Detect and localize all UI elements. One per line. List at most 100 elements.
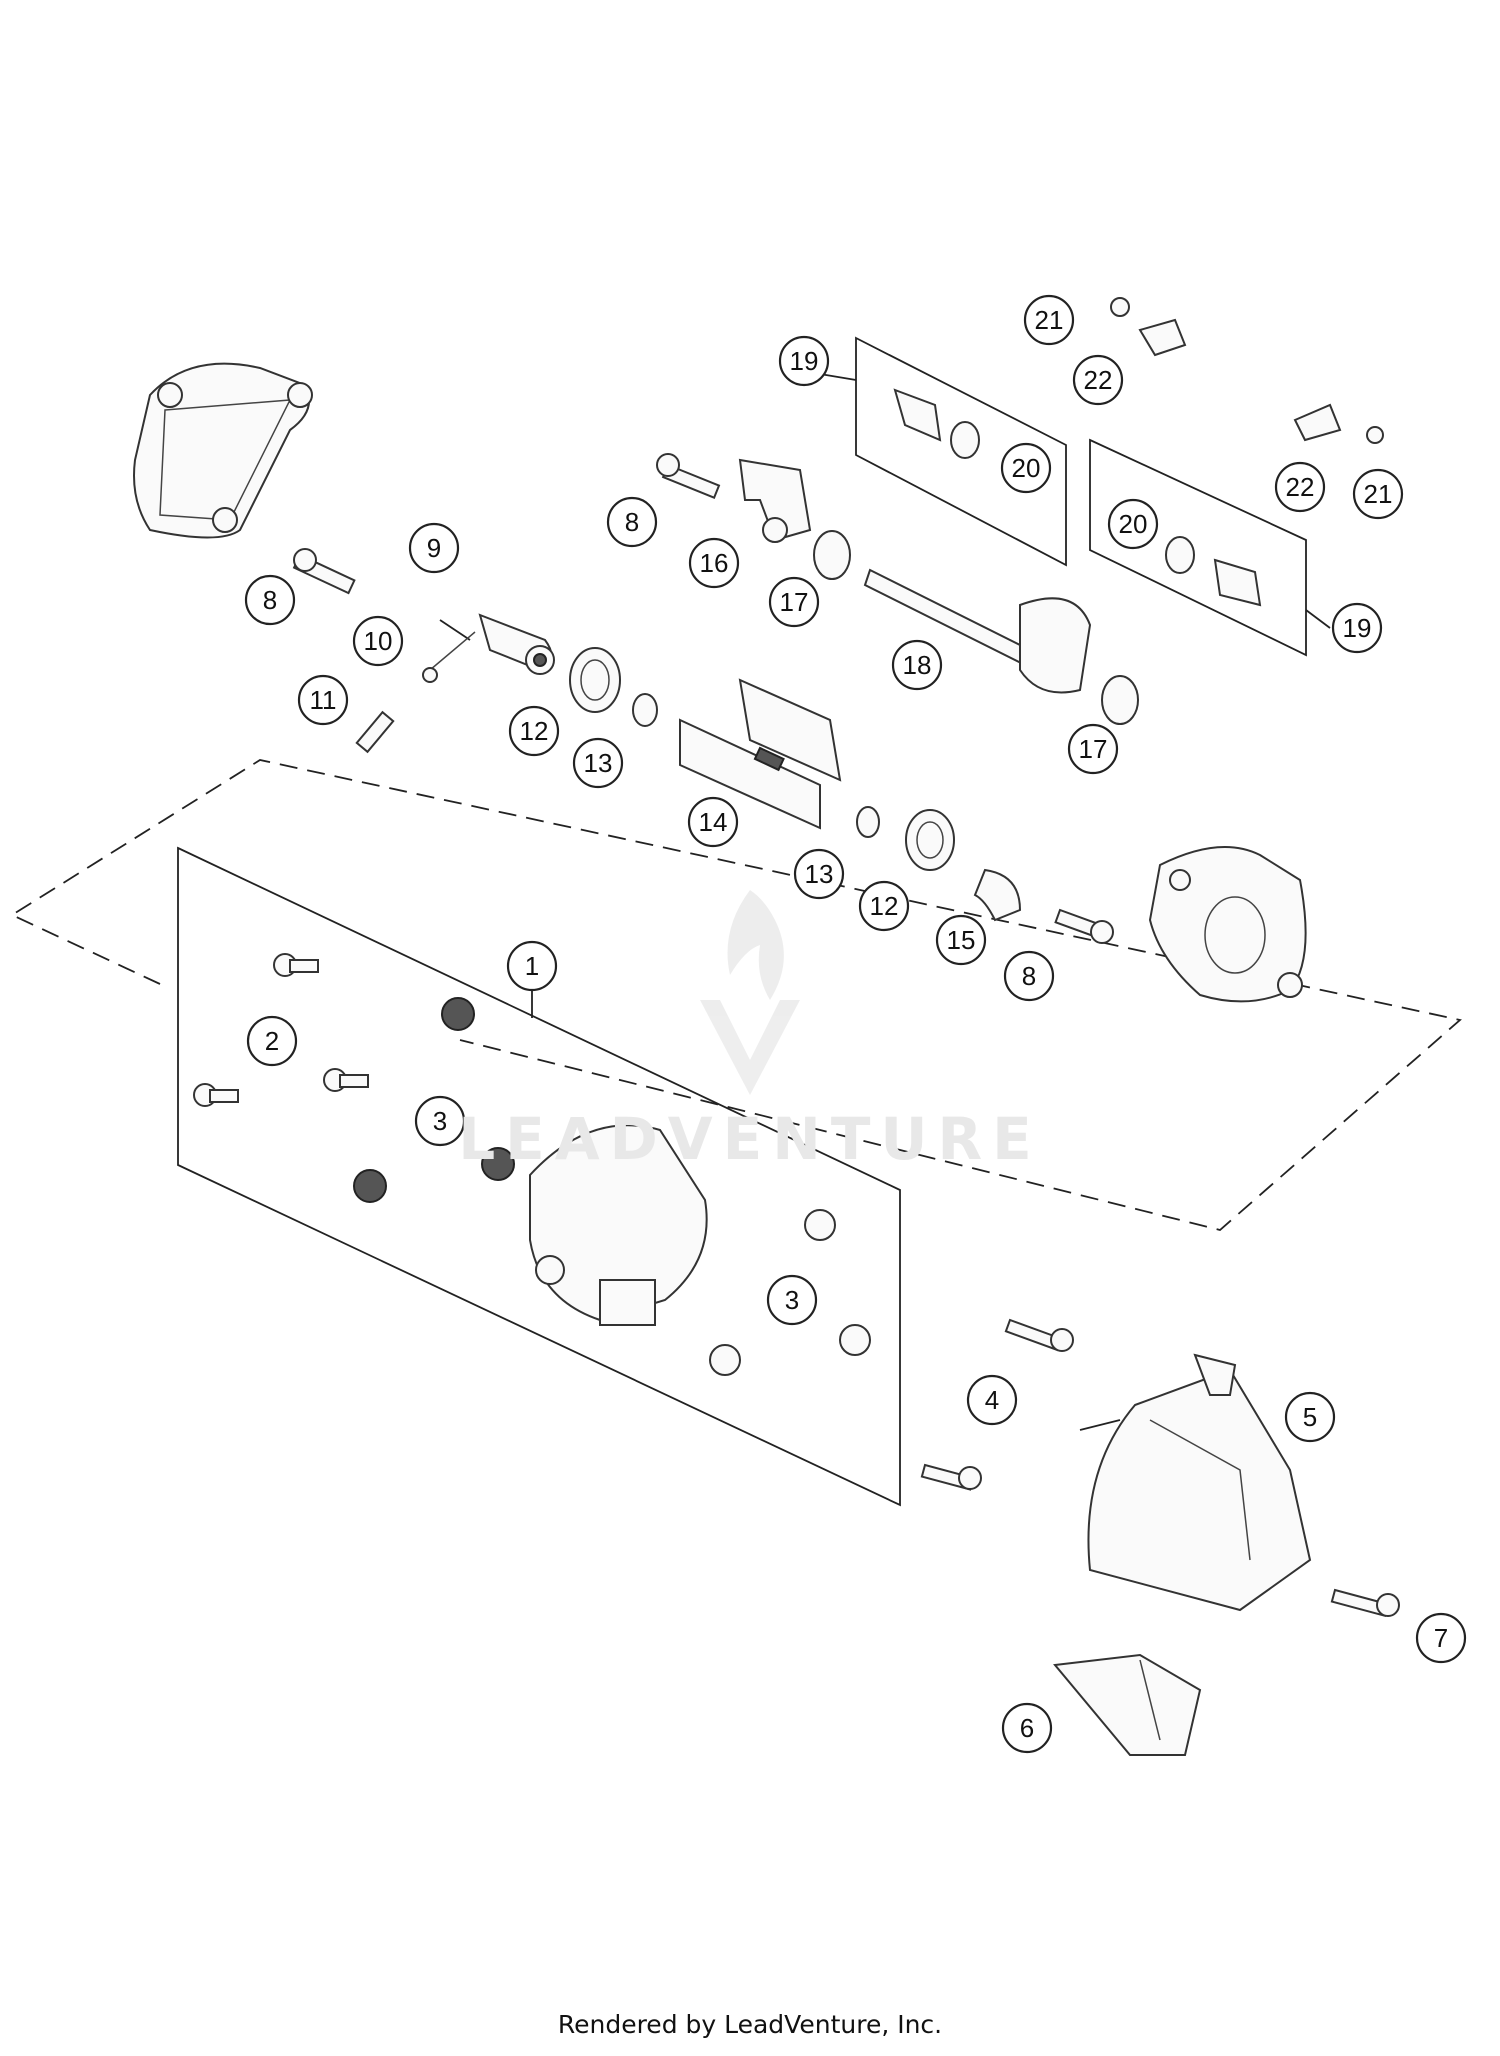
bushing-17-lower <box>1101 675 1139 725</box>
svg-text:12: 12 <box>870 891 899 921</box>
callout-11: 11 <box>297 674 349 726</box>
shift-bracket-16 <box>738 458 812 543</box>
grommet-3e <box>839 1324 871 1356</box>
svg-text:16: 16 <box>700 548 729 578</box>
bolt-2c <box>193 1083 239 1107</box>
bolt-2a <box>273 953 319 977</box>
kit-box-1 <box>177 846 901 1507</box>
svg-text:8: 8 <box>625 507 639 537</box>
guard-6 <box>1053 1653 1202 1756</box>
watermark-logo <box>700 890 800 1095</box>
shift-pawl-kit-19-upper <box>893 388 980 459</box>
svg-text:6: 6 <box>1020 1713 1034 1743</box>
grommet-3f <box>709 1344 741 1376</box>
callout-8-left: 8 <box>244 574 296 626</box>
callout-18: 18 <box>891 639 943 691</box>
callout-8-right: 8 <box>1003 950 1055 1002</box>
svg-text:8: 8 <box>1022 961 1036 991</box>
svg-text:22: 22 <box>1084 365 1113 395</box>
ring-13-right <box>856 806 880 838</box>
kit-box-19-upper <box>855 336 1067 567</box>
actuator-body-1 <box>529 1124 708 1326</box>
bushing-12-left <box>569 647 621 713</box>
svg-text:13: 13 <box>584 748 613 778</box>
bushing-12-right <box>905 809 955 871</box>
callout-12-right: 12 <box>858 880 910 932</box>
grommet-3d <box>804 1209 836 1241</box>
engine-cover-left <box>133 362 313 539</box>
bolt-4-lower <box>920 1463 982 1491</box>
callout-12-left: 12 <box>508 705 560 757</box>
svg-text:11: 11 <box>310 685 337 715</box>
plate-22-upper <box>1138 318 1187 357</box>
svg-text:21: 21 <box>1035 305 1064 335</box>
spring-10-11 <box>355 631 476 754</box>
callout-17-lower: 17 <box>1067 723 1119 775</box>
svg-text:7: 7 <box>1434 1623 1448 1653</box>
callout-20-lower: 20 <box>1107 498 1159 550</box>
watermark-text: LEADVENTURE <box>458 1105 1042 1173</box>
svg-text:9: 9 <box>427 533 441 563</box>
svg-text:5: 5 <box>1303 1402 1317 1432</box>
screw-21-lower <box>1366 426 1384 444</box>
callout-1: 1 <box>506 940 558 992</box>
callout-7: 7 <box>1415 1612 1467 1664</box>
screw-21-upper <box>1110 297 1130 317</box>
svg-text:19: 19 <box>1343 613 1372 643</box>
callout-8-top: 8 <box>606 496 658 548</box>
kit-box-19-lower <box>1089 438 1307 657</box>
callout-21-upper: 21 <box>1023 294 1075 346</box>
svg-text:3: 3 <box>433 1106 447 1136</box>
svg-text:18: 18 <box>903 650 932 680</box>
bolt-4-upper <box>1004 1318 1074 1352</box>
bolt-7 <box>1330 1588 1400 1618</box>
svg-text:21: 21 <box>1364 479 1393 509</box>
svg-text:8: 8 <box>263 585 277 615</box>
callout-6: 6 <box>1001 1702 1053 1754</box>
callout-5: 5 <box>1284 1391 1336 1443</box>
bolt-2b <box>323 1068 369 1092</box>
svg-text:1: 1 <box>525 951 539 981</box>
callout-22-upper: 22 <box>1072 354 1124 406</box>
callout-3-left: 3 <box>414 1095 466 1147</box>
svg-text:13: 13 <box>805 859 834 889</box>
callout-2: 2 <box>246 1015 298 1067</box>
svg-text:15: 15 <box>947 925 976 955</box>
callout-13-left: 13 <box>572 737 624 789</box>
svg-text:2: 2 <box>265 1026 279 1056</box>
callout-3-right: 3 <box>766 1274 818 1326</box>
svg-text:19: 19 <box>790 346 819 376</box>
callout-9: 9 <box>408 522 460 574</box>
bolt-8-right <box>1054 908 1114 944</box>
svg-text:20: 20 <box>1119 509 1148 539</box>
callout-21-lower: 21 <box>1352 468 1404 520</box>
cover-5 <box>1087 1353 1312 1612</box>
damper-3b <box>481 1147 515 1181</box>
shift-segment-15 <box>973 868 1022 922</box>
svg-text:4: 4 <box>985 1385 999 1415</box>
shift-drum-14 <box>679 678 842 830</box>
callout-10: 10 <box>352 615 404 667</box>
bolt-8-top <box>656 453 721 499</box>
svg-text:12: 12 <box>520 716 549 746</box>
svg-text:10: 10 <box>364 626 393 656</box>
damper-3c <box>353 1169 387 1203</box>
shift-lever-9 <box>478 613 555 675</box>
bolt-8-left <box>292 548 356 595</box>
ring-13-left <box>632 693 658 727</box>
plate-22-lower <box>1293 403 1342 442</box>
svg-text:3: 3 <box>785 1285 799 1315</box>
callout-19-upper: 19 <box>778 335 830 387</box>
callout-13-right: 13 <box>793 848 845 900</box>
callout-22-lower: 22 <box>1274 461 1326 513</box>
callout-19-lower: 19 <box>1331 602 1383 654</box>
callout-20-upper: 20 <box>1000 442 1052 494</box>
svg-text:17: 17 <box>780 587 809 617</box>
assembly-dashed-outline <box>10 759 1462 1231</box>
damper-3a <box>441 997 475 1031</box>
svg-text:17: 17 <box>1079 734 1108 764</box>
shift-pawl-kit-19-lower <box>1165 536 1262 607</box>
callout-4: 4 <box>966 1374 1018 1426</box>
callout-15: 15 <box>935 914 987 966</box>
